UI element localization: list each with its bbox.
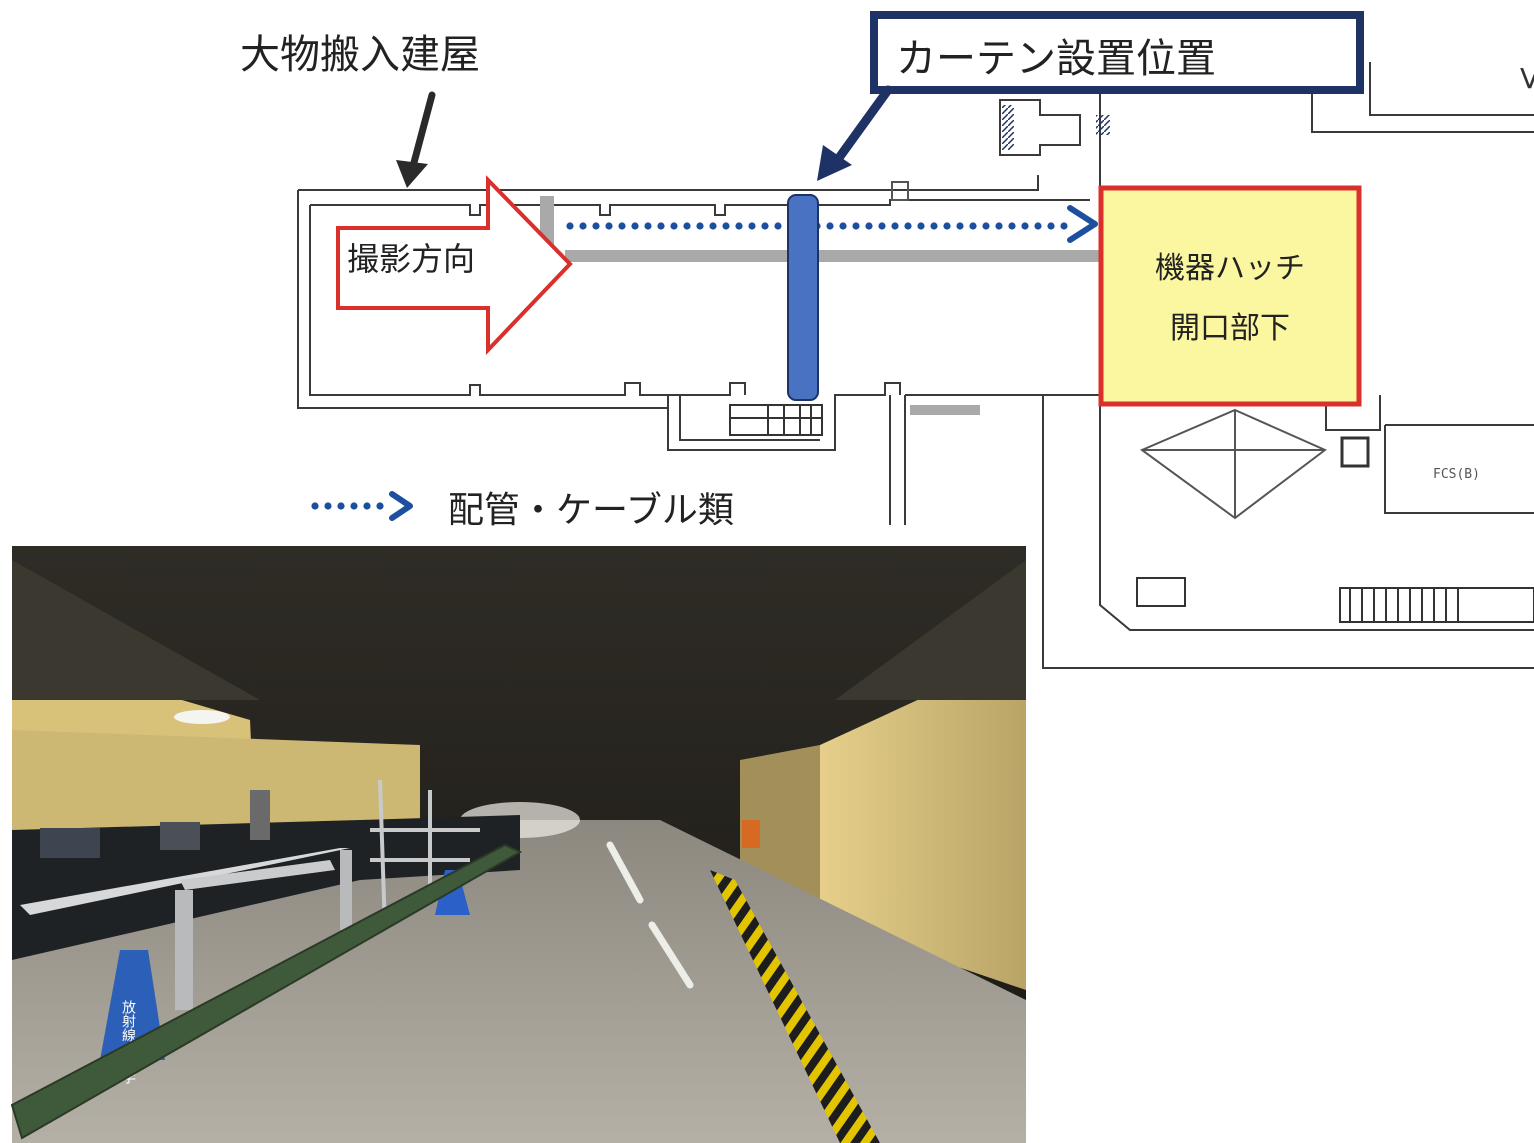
legend-dot	[324, 502, 332, 510]
cable-route-dot	[995, 222, 1003, 230]
cable-route-dot	[904, 222, 912, 230]
equipment-hatch-box	[1098, 185, 1362, 407]
cable-route-dot	[579, 222, 587, 230]
door-fixture	[891, 181, 909, 201]
cable-route-dot	[1008, 222, 1016, 230]
pointer-arrow-icon	[817, 85, 893, 181]
cable-route-dot	[618, 222, 626, 230]
cable-route-dot	[891, 222, 899, 230]
cable-route-dot	[657, 222, 665, 230]
legend-dot	[337, 502, 345, 510]
right-block-arrow-icon	[336, 175, 573, 355]
hatched-wall-right	[1096, 115, 1110, 135]
cable-route-dot	[930, 222, 938, 230]
cable-route-dot	[683, 222, 691, 230]
hatch-label-line2: 開口部下	[1170, 311, 1290, 346]
building-outline	[297, 62, 1534, 669]
cable-route-dot	[696, 222, 704, 230]
cropped-label: V	[1520, 62, 1534, 95]
legend-dots	[311, 502, 384, 510]
cable-route-dot	[774, 222, 782, 230]
cable-route-dot	[852, 222, 860, 230]
cable-route-dot	[644, 222, 652, 230]
cable-route-dot	[1060, 222, 1068, 230]
cable-route-dot	[748, 222, 756, 230]
legend: 配管・ケーブル類	[311, 490, 734, 531]
cable-route-dot	[826, 222, 834, 230]
hatch-label-line1: 機器ハッチ	[1155, 251, 1305, 286]
curtain-bar	[787, 194, 819, 401]
down-arrow-icon	[396, 91, 436, 188]
cable-route-dot	[956, 222, 964, 230]
cable-route-dot	[670, 222, 678, 230]
cable-route-dot	[761, 222, 769, 230]
shooting-direction-label: 撮影方向	[347, 240, 475, 278]
curtain-position-label: カーテン設置位置	[896, 36, 1216, 82]
cable-route-dot	[1021, 222, 1029, 230]
cable-route-dot	[917, 222, 925, 230]
legend-dot	[311, 502, 319, 510]
cable-route-dot	[735, 222, 743, 230]
stair-grid	[729, 404, 823, 436]
cable-route-dot	[982, 222, 990, 230]
fcs-label: FCS(B)	[1433, 467, 1480, 482]
legend-dot	[376, 502, 384, 510]
diamond-symbol	[1139, 408, 1327, 520]
hatched-wall-left	[1002, 105, 1014, 150]
cable-route-dot	[943, 222, 951, 230]
cable-route-dot	[878, 222, 886, 230]
cable-route-dot	[1034, 222, 1042, 230]
cable-route-dot	[592, 222, 600, 230]
small-rect	[1136, 577, 1186, 607]
building-name-label: 大物搬入建屋	[240, 32, 480, 78]
cable-route-dot	[969, 222, 977, 230]
pipe-stub-lower	[910, 405, 980, 415]
cable-route-dot	[1047, 222, 1055, 230]
cable-route-dot	[865, 222, 873, 230]
legend-dot	[350, 502, 358, 510]
cable-route-dot	[722, 222, 730, 230]
legend-label: 配管・ケーブル類	[448, 490, 734, 531]
legend-arrowhead	[389, 491, 413, 521]
cable-route-dot	[605, 222, 613, 230]
cable-route-arrowhead	[1067, 205, 1098, 243]
small-square	[1340, 436, 1370, 468]
cable-route-dot	[839, 222, 847, 230]
vent-grid	[1339, 587, 1534, 623]
cable-route-dot	[631, 222, 639, 230]
legend-dot	[363, 502, 371, 510]
pipe-rail	[565, 250, 1100, 262]
curtain-position-callout	[870, 11, 1364, 94]
cable-route-dot	[709, 222, 717, 230]
corridor-photo: 放射線・化学	[10, 546, 1026, 1143]
cable-route-dot	[566, 222, 574, 230]
